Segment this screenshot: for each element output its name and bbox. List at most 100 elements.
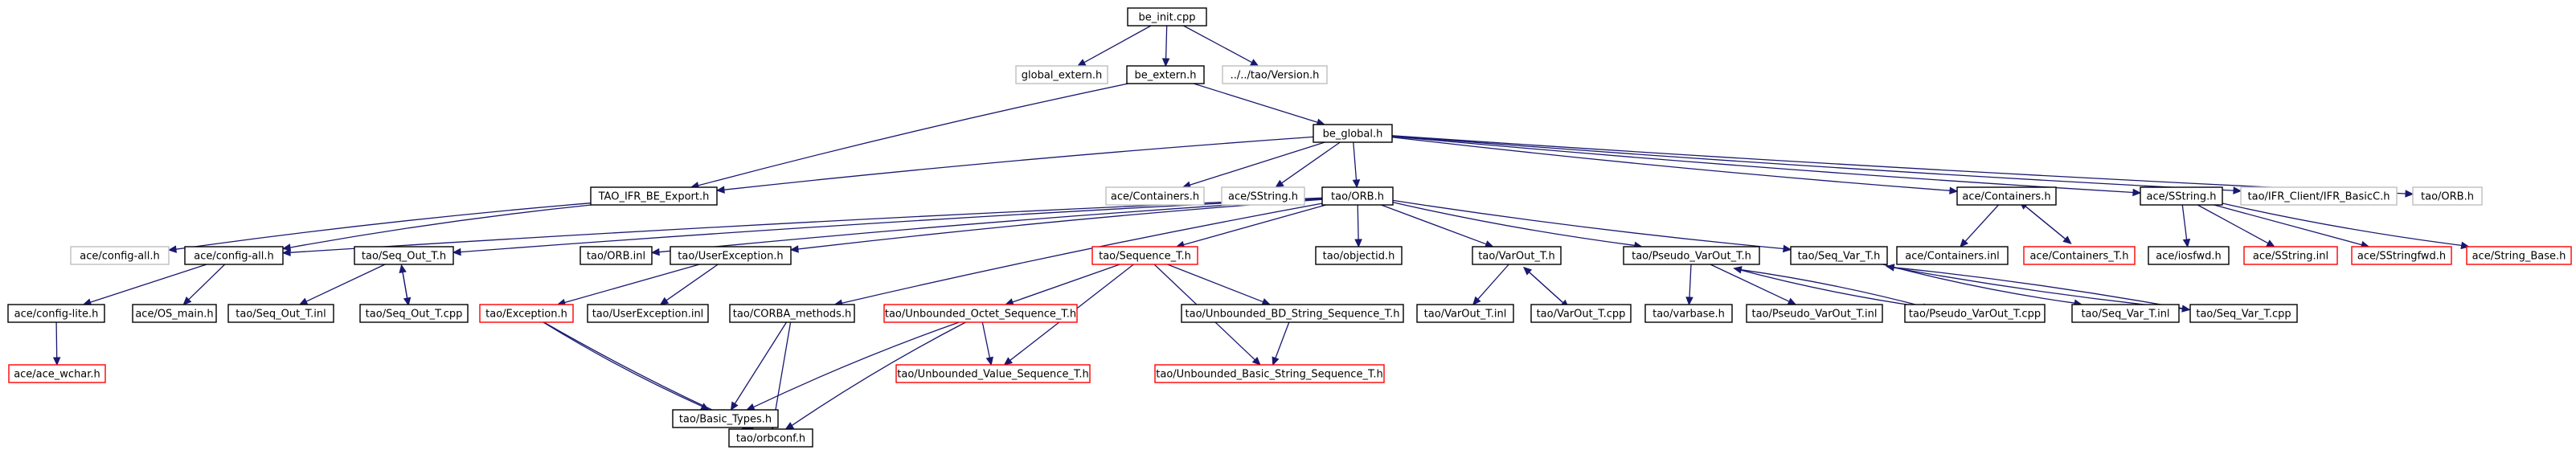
- edge-ace_containers_h-to-ace_containers_inl: [1960, 204, 1999, 248]
- node-tao-orb-inl[interactable]: tao/ORB.inl: [579, 246, 653, 265]
- arrowhead-icon: [281, 248, 291, 257]
- node-box: [227, 304, 334, 323]
- node-label: be_global.h: [1323, 129, 1383, 141]
- edge-tao_sequence_t_h-to-tao_unbounded_bd_string_h: [1167, 264, 1272, 305]
- node-box: [2412, 186, 2483, 206]
- edge-tao_ifr_be_export_h-to-ace_config_all_h: [281, 204, 592, 252]
- node-tao-seq-out-t-inl[interactable]: tao/Seq_Out_T.inl: [227, 304, 334, 323]
- node-tao-exception-h[interactable]: tao/Exception.h: [479, 304, 574, 323]
- node-label: tao/Pseudo_VarOut_T.cpp: [1909, 309, 2041, 321]
- edge-tao_varout_t_h-to-tao_varout_t_inl: [1472, 264, 1509, 305]
- node-tao-unbounded-octet-h[interactable]: tao/Unbounded_Octet_Sequence_T.h: [883, 304, 1078, 323]
- arrowhead-icon: [2132, 188, 2142, 197]
- node-tao-unbounded-bd-string-h[interactable]: tao/Unbounded_BD_String_Sequence_T.h: [1181, 304, 1404, 323]
- node-tao-varout-t-cpp[interactable]: tao/VarOut_T.cpp: [1530, 304, 1632, 323]
- node-ace-containers-h[interactable]: ace/Containers.h: [1956, 186, 2057, 206]
- node-label: ace/Containers.inl: [1905, 251, 1999, 263]
- edge-tao_ifr_be_export_h-to-ace_config_all_h_ext: [167, 202, 592, 253]
- node-box: [579, 246, 653, 265]
- node-box: [2189, 304, 2298, 323]
- node-tao-basic-types-h[interactable]: tao/Basic_Types.h: [672, 409, 779, 428]
- node-be-global-h[interactable]: be_global.h: [1313, 124, 1393, 143]
- edge-line: [1886, 265, 2183, 309]
- node-tao-sequence-t-h[interactable]: tao/Sequence_T.h: [1091, 246, 1198, 265]
- arrowhead-icon: [1960, 238, 1969, 248]
- arrowhead-icon: [452, 248, 461, 256]
- node-tao-corba-methods-h[interactable]: tao/CORBA_methods.h: [729, 304, 855, 323]
- node-ace-string-base-h[interactable]: ace/String_Base.h: [2466, 246, 2572, 265]
- node-box: [1222, 65, 1328, 84]
- node-tao-ifr-be-export-h[interactable]: TAO_IFR_BE_Export.h: [590, 186, 718, 206]
- node-tao-orb-h[interactable]: tao/ORB.h: [1321, 186, 1394, 206]
- arrowhead-icon: [2266, 239, 2275, 248]
- edge-line: [1193, 83, 1318, 123]
- node-box: [1315, 246, 1403, 265]
- node-tao-varout-t-h[interactable]: tao/VarOut_T.h: [1472, 246, 1562, 265]
- node-label: tao/Pseudo_VarOut_T.inl: [1752, 309, 1878, 321]
- edge-be_global_h-to-ace_sstring_h_ext: [1275, 141, 1341, 188]
- node-tao-orbconf-h[interactable]: tao/orbconf.h: [728, 428, 813, 448]
- node-tao-userexception-inl[interactable]: tao/UserException.inl: [587, 304, 709, 323]
- node-tao-seq-var-t-inl[interactable]: tao/Seq_Var_T.inl: [2071, 304, 2180, 323]
- edge-line: [2197, 204, 2269, 244]
- node-label: tao/UserException.inl: [592, 309, 704, 321]
- node-ace-config-all-h[interactable]: ace/config-all.h: [184, 246, 284, 265]
- node-box: [1623, 246, 1760, 265]
- node-tao-seq-out-t-cpp[interactable]: tao/Seq_Out_T.cpp: [359, 304, 469, 323]
- node-tao-seq-var-t-h[interactable]: tao/Seq_Var_T.h: [1790, 246, 1888, 265]
- node-box: [2148, 246, 2230, 265]
- arrowhead-icon: [167, 245, 177, 253]
- node-box: [728, 428, 813, 448]
- arrowhead-icon: [1003, 357, 1014, 366]
- node-tao-seq-var-t-cpp[interactable]: tao/Seq_Var_T.cpp: [2189, 304, 2298, 323]
- node-global-extern-h: global_extern.h: [1015, 65, 1108, 84]
- node-box: [1321, 186, 1394, 206]
- edge-be_global_h-to-tao_orb_h: [1352, 141, 1361, 189]
- node-tao-pseudo-varout-t-cpp[interactable]: tao/Pseudo_VarOut_T.cpp: [1904, 304, 2046, 323]
- node-label: ace/SString.inl: [2253, 251, 2328, 263]
- node-ace-ace-wchar-h[interactable]: ace/ace_wchar.h: [8, 364, 106, 383]
- node-box: [1221, 186, 1305, 206]
- edge-line: [1391, 135, 2234, 191]
- edge-line: [1734, 268, 1924, 308]
- node-ace-containers-inl[interactable]: ace/Containers.inl: [1896, 246, 2009, 265]
- node-tao-unbounded-basic-string-h[interactable]: tao/Unbounded_Basic_String_Sequence_T.h: [1154, 364, 1385, 383]
- arrowhead-icon: [1787, 297, 1797, 305]
- node-box: [1790, 246, 1888, 265]
- node-ace-config-all-h-ext: ace/config-all.h: [70, 246, 170, 265]
- edge-tao_seq_out_t_cpp-to-tao_seq_out_t_h: [399, 264, 409, 306]
- node-ace-sstring-inl[interactable]: ace/SString.inl: [2243, 246, 2338, 265]
- node-tao-userexception-h[interactable]: tao/UserException.h: [670, 246, 792, 265]
- node-tao-objectid-h[interactable]: tao/objectid.h: [1315, 246, 1403, 265]
- arrowhead-icon: [1076, 59, 1087, 67]
- edge-line: [666, 264, 719, 301]
- node-label: be_init.cpp: [1138, 12, 1195, 24]
- arrowhead-icon: [1352, 179, 1361, 189]
- node-be-extern-h[interactable]: be_extern.h: [1126, 65, 1205, 84]
- node-tao-pseudo-varout-t-h[interactable]: tao/Pseudo_VarOut_T.h: [1623, 246, 1760, 265]
- node-ace-os-main-h[interactable]: ace/OS_main.h: [132, 304, 217, 323]
- arrowhead-icon: [1261, 298, 1272, 305]
- edge-be_init_cpp-to-be_extern_h: [1161, 25, 1170, 68]
- node-ace-iosfwd-h[interactable]: ace/iosfwd.h: [2148, 246, 2230, 265]
- edge-line: [402, 272, 409, 306]
- node-ace-containers-t-h[interactable]: ace/Containers_T.h: [2023, 246, 2136, 265]
- arrowhead-icon: [1783, 244, 1792, 253]
- node-ace-sstring-h[interactable]: ace/SString.h: [2140, 186, 2223, 206]
- node-ace-config-lite-h[interactable]: ace/config-lite.h: [7, 304, 105, 323]
- node-tao-varbase-h[interactable]: tao/varbase.h: [1644, 304, 1733, 323]
- node-tao-unbounded-value-h[interactable]: tao/Unbounded_Value_Sequence_T.h: [895, 364, 1091, 383]
- edge-line: [1353, 141, 1358, 181]
- node-ace-sstringfwd-h[interactable]: ace/SStringfwd.h: [2351, 246, 2452, 265]
- node-be-init-cpp[interactable]: be_init.cpp: [1127, 7, 1207, 27]
- node-label: ace/config-lite.h: [14, 309, 99, 321]
- arrowhead-icon: [1275, 179, 1284, 188]
- edge-line: [289, 204, 592, 248]
- node-tao-varout-t-inl[interactable]: tao/VarOut_T.inl: [1416, 304, 1514, 323]
- edge-ace_sstring_h-to-ace_string_base_h: [2222, 202, 2470, 250]
- node-tao-pseudo-varout-t-inl[interactable]: tao/Pseudo_VarOut_T.inl: [1746, 304, 1883, 323]
- node-label: be_extern.h: [1134, 70, 1196, 82]
- node-tao-version-h: ../../tao/Version.h: [1222, 65, 1328, 84]
- node-label: tao/Seq_Var_T.inl: [2081, 309, 2169, 321]
- node-tao-seq-out-t-h[interactable]: tao/Seq_Out_T.h: [354, 246, 454, 265]
